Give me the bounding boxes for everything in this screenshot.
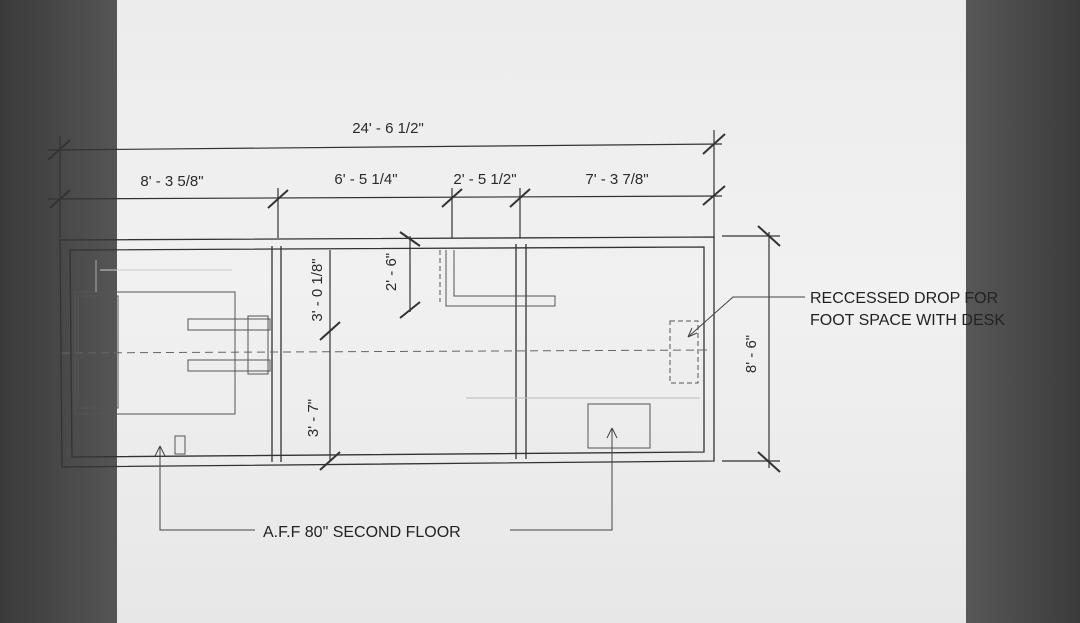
overall-dimension-line <box>47 130 726 238</box>
center-dashed-line <box>61 349 713 354</box>
right-dark-margin <box>966 0 1080 623</box>
segment-3-label: 2' - 5 1/2" <box>453 171 516 188</box>
small-fixture <box>174 435 186 455</box>
left-dark-margin <box>0 0 117 623</box>
interior-small-dimension: 2' - 6" <box>383 253 400 291</box>
recessed-note-line-2: FOOT SPACE WITH DESK <box>810 312 1005 329</box>
interior-lower-dimension: 3' - 7" <box>305 399 322 437</box>
interior-dimension-lines <box>319 231 421 471</box>
paper-sheet <box>117 0 966 623</box>
overall-dimension-label: 24' - 6 1/2" <box>352 120 424 137</box>
bunk-ladder <box>187 315 271 375</box>
second-floor-note: A.F.F 80" SECOND FLOOR <box>263 524 461 541</box>
desk-outline <box>466 320 700 449</box>
closet-outline <box>439 250 556 307</box>
width-dimension-line <box>722 225 781 473</box>
segment-1-label: 8' - 3 5/8" <box>140 173 203 190</box>
second-floor-leader <box>154 427 618 531</box>
segment-2-label: 6' - 5 1/4" <box>334 171 397 188</box>
width-dimension-label: 8' - 6" <box>743 335 760 373</box>
segment-4-label: 7' - 3 7/8" <box>585 171 648 188</box>
interior-walls <box>271 244 527 462</box>
recessed-note-line-1: RECCESSED DROP FOR <box>810 290 998 307</box>
bed-outline <box>74 260 236 415</box>
interior-upper-dimension: 3' - 0 1/8" <box>309 258 326 321</box>
recessed-note-leader <box>687 296 805 338</box>
segment-dimension-line <box>47 185 726 238</box>
exterior-walls <box>59 236 715 468</box>
